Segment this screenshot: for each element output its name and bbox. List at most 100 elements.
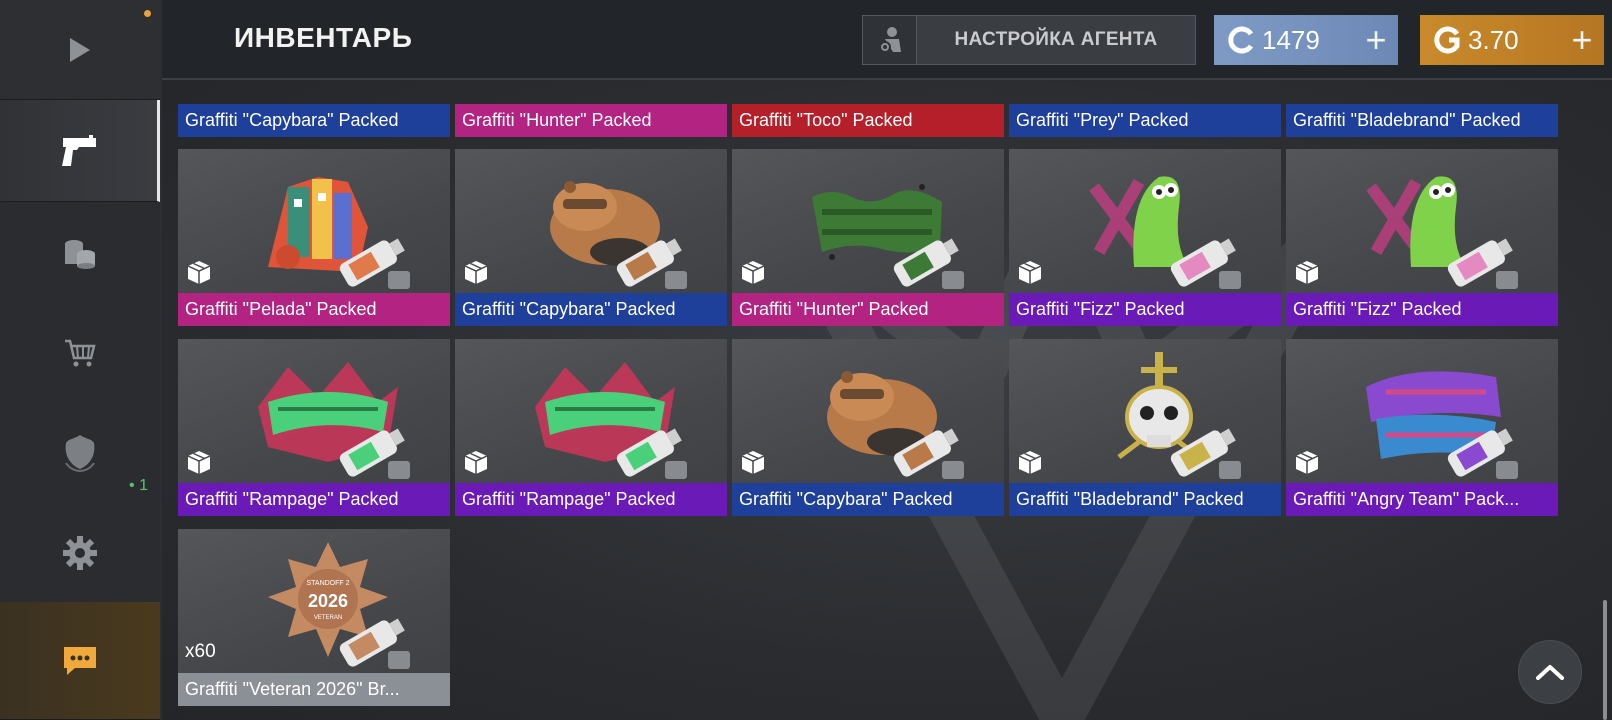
package-box-icon: [1018, 261, 1042, 284]
inventory-item[interactable]: Graffiti "Pelada" Packed: [178, 149, 450, 326]
inventory-item[interactable]: Graffiti "Capybara" Packed: [732, 339, 1004, 516]
hunter-graffiti-art: [812, 184, 942, 260]
inventory-item[interactable]: Graffiti "Capybara" Packed: [455, 149, 727, 326]
item-label: Graffiti "Capybara" Packed: [455, 293, 727, 326]
veteran-badge-top-text: STANDOFF 2: [306, 580, 349, 587]
item-label: Graffiti "Capybara" Packed: [732, 483, 1004, 516]
coins-icon: [65, 239, 95, 269]
sidebar: • 1: [0, 0, 160, 720]
clan-notification-badge: • 1: [129, 477, 148, 494]
sidebar-item-inventory[interactable]: [0, 100, 160, 202]
item-label: Graffiti "Toco" Packed: [732, 104, 1004, 137]
item-label: Graffiti "Bladebrand" Packed: [1286, 104, 1558, 137]
spray-can-icon: [616, 428, 687, 479]
gold-currency: 3.70 +: [1420, 15, 1604, 65]
item-label: Graffiti "Hunter" Packed: [732, 293, 1004, 326]
item-label: Graffiti "Prey" Packed: [1009, 104, 1281, 137]
inventory-item[interactable]: STANDOFF 2 2026 VETERAN x60 Graffiti "Ve…: [178, 529, 450, 706]
silver-balance: 1479: [1262, 24, 1320, 55]
item-label: Graffiti "Rampage" Packed: [455, 483, 727, 516]
inventory-item[interactable]: Graffiti "Rampage" Packed: [455, 339, 727, 516]
agent-gear-icon: [878, 27, 901, 53]
agent-settings-label: НАСТРОЙКА АГЕНТА: [954, 29, 1158, 50]
spray-can-icon: [893, 238, 964, 289]
package-box-icon: [741, 451, 765, 474]
add-silver-button[interactable]: +: [1365, 19, 1387, 60]
inventory-item[interactable]: Graffiti "Prey" Packed: [1009, 86, 1281, 138]
item-label: Graffiti "Hunter" Packed: [455, 104, 727, 137]
gear-icon: [63, 535, 97, 570]
item-quantity: x60: [185, 641, 216, 662]
spray-can-icon: [1447, 428, 1518, 479]
inventory-item[interactable]: Graffiti "Hunter" Packed: [732, 149, 1004, 326]
add-gold-button[interactable]: +: [1571, 19, 1593, 60]
package-box-icon: [187, 261, 211, 284]
item-label: Graffiti "Capybara" Packed: [178, 104, 450, 137]
item-label: Graffiti "Rampage" Packed: [178, 483, 450, 516]
pistol-icon: [61, 134, 96, 166]
top-bar: ИНВЕНТАРЬ НАСТРОЙКА АГЕНТА 1479 + 3.70 +: [162, 0, 1612, 80]
chat-icon: [64, 646, 96, 675]
agent-settings-button[interactable]: НАСТРОЙКА АГЕНТА: [862, 15, 1196, 65]
pelada-graffiti-art: [268, 177, 368, 272]
package-box-icon: [741, 261, 765, 284]
package-box-icon: [464, 261, 488, 284]
inventory-item[interactable]: Graffiti "Hunter" Packed: [455, 86, 727, 138]
page-title: ИНВЕНТАРЬ: [234, 22, 413, 53]
cart-icon: [65, 339, 96, 366]
rampage-graffiti-art: [258, 362, 398, 462]
package-box-icon: [1295, 261, 1319, 284]
silver-currency: 1479 +: [1214, 15, 1398, 65]
gold-balance: 3.70: [1468, 24, 1519, 55]
item-label: Graffiti "Fizz" Packed: [1009, 293, 1281, 326]
item-label: Graffiti "Bladebrand" Packed: [1009, 483, 1281, 516]
sidebar-item-coins[interactable]: [0, 202, 160, 304]
veteran-badge-bottom-text: VETERAN: [314, 615, 342, 621]
scrollbar[interactable]: [1603, 600, 1607, 720]
rampage-graffiti-art: [535, 362, 675, 462]
capybara-graffiti-art: [827, 371, 937, 456]
fizz-graffiti-art: [1366, 176, 1466, 267]
inventory-item[interactable]: Graffiti "Fizz" Packed: [1286, 149, 1558, 326]
notification-dot: [144, 10, 151, 17]
spray-can-icon: [339, 428, 410, 479]
package-box-icon: [1295, 451, 1319, 474]
spray-can-icon: [1170, 238, 1241, 289]
veteran-badge-year: 2026: [308, 591, 348, 611]
sidebar-item-chat[interactable]: [0, 602, 160, 720]
play-icon: [70, 37, 90, 62]
package-box-icon: [464, 451, 488, 474]
scroll-to-top-button[interactable]: [1518, 640, 1582, 704]
item-label: Graffiti "Veteran 2026" Br...: [178, 673, 450, 706]
veteran-2026-graffiti-art: STANDOFF 2 2026 VETERAN: [268, 542, 388, 657]
sidebar-item-clan[interactable]: • 1: [0, 402, 160, 504]
spray-can-icon: [616, 238, 687, 289]
spray-can-icon: [1170, 428, 1241, 479]
chevron-up-icon: [1536, 665, 1564, 680]
silver-coin-icon: [1220, 25, 1262, 55]
item-label: Graffiti "Angry Team" Pack...: [1286, 483, 1558, 516]
inventory-item[interactable]: Graffiti "Rampage" Packed: [178, 339, 450, 516]
package-box-icon: [187, 451, 211, 474]
item-label: Graffiti "Pelada" Packed: [178, 293, 450, 326]
item-label: Graffiti "Fizz" Packed: [1286, 293, 1558, 326]
spray-can-icon: [339, 238, 410, 289]
inventory-item[interactable]: Graffiti "Bladebrand" Packed: [1009, 339, 1281, 516]
gold-coin-icon: [1426, 25, 1468, 55]
spray-can-icon: [1447, 238, 1518, 289]
inventory-item[interactable]: Graffiti "Toco" Packed: [732, 86, 1004, 138]
sidebar-item-shop[interactable]: [0, 302, 160, 404]
spray-can-icon: [339, 618, 410, 669]
inventory-item[interactable]: Graffiti "Capybara" Packed: [178, 86, 450, 138]
spray-can-icon: [893, 428, 964, 479]
inventory-grid: Graffiti "Capybara" Packed Graffiti "Hun…: [178, 86, 1598, 720]
inventory-item[interactable]: Graffiti "Fizz" Packed: [1009, 149, 1281, 326]
bladebrand-graffiti-art: [1117, 352, 1201, 459]
inventory-item[interactable]: Graffiti "Angry Team" Pack...: [1286, 339, 1558, 516]
clan-shield-icon: [65, 434, 95, 472]
sidebar-item-settings[interactable]: [0, 502, 160, 604]
capybara-graffiti-art: [550, 181, 660, 266]
sidebar-item-play[interactable]: [0, 0, 160, 100]
fizz-graffiti-art: [1089, 176, 1189, 267]
inventory-item[interactable]: Graffiti "Bladebrand" Packed: [1286, 86, 1558, 138]
